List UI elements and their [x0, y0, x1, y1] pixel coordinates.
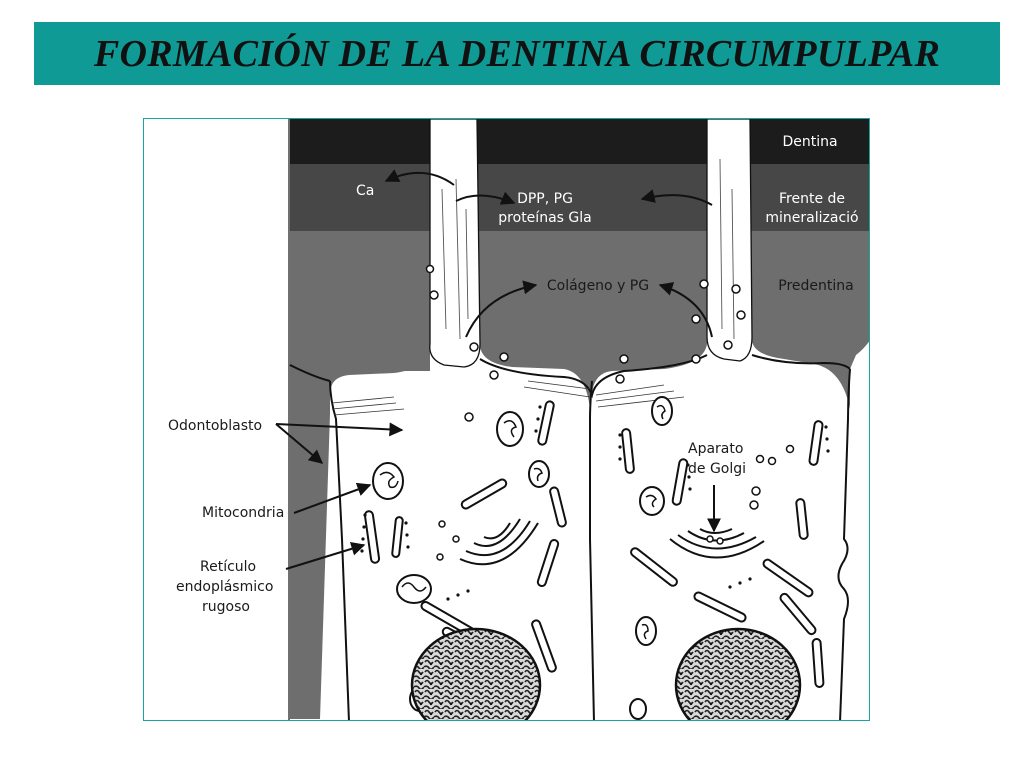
golgi-apparatus — [459, 518, 765, 566]
dpp-left-arrow — [455, 191, 516, 205]
label-reticulo-line3: rugoso — [202, 599, 250, 615]
label-proteinas-gla: proteínas Gla — [498, 210, 591, 226]
process-arrows — [275, 169, 721, 570]
label-dpp-pg: DPP, PG — [517, 191, 573, 207]
mineralization-front-layer — [290, 164, 869, 231]
label-odontoblasto: Odontoblasto — [168, 418, 262, 434]
colageno-left-arrow — [465, 280, 538, 338]
diagram-labels: Ca DPP, PG proteínas Gla Dentina Frente … — [168, 134, 859, 615]
ca-arrow — [384, 169, 455, 186]
mitochondria — [372, 396, 673, 720]
odontoblasto-arrow-1 — [275, 422, 404, 437]
label-mitocondria: Mitocondria — [202, 505, 284, 521]
page-title: FORMACIÓN DE LA DENTINA CIRCUMPULPAR — [93, 32, 941, 75]
label-frente-de: Frente de — [779, 191, 845, 207]
reticulo-arrow — [285, 542, 366, 570]
label-predentina: Predentina — [778, 278, 853, 294]
mitocondria-arrow — [293, 482, 372, 514]
label-mineralizacion: mineralizació — [765, 210, 858, 226]
label-colageno-pg: Colágeno y PG — [547, 278, 649, 294]
label-reticulo-line2: endoplásmico — [176, 579, 273, 595]
cell-membranes — [289, 354, 851, 720]
label-reticulo-line1: Retículo — [200, 559, 256, 575]
title-banner: FORMACIÓN DE LA DENTINA CIRCUMPULPAR — [34, 22, 1000, 85]
predentin-layer — [290, 231, 869, 719]
label-golgi-line1: Aparato — [688, 441, 743, 457]
label-golgi-line2: de Golgi — [688, 461, 746, 477]
dentin-formation-diagram: Ca DPP, PG proteínas Gla Dentina Frente … — [143, 118, 870, 721]
dentin-layer — [290, 119, 869, 164]
label-dentina: Dentina — [782, 134, 837, 150]
secretory-vesicles — [425, 264, 795, 561]
colageno-right-arrow — [658, 282, 713, 338]
dpp-right-arrow — [640, 189, 713, 206]
label-ca: Ca — [356, 183, 374, 199]
rough-endoplasmic-reticulum — [363, 400, 825, 688]
nuclei — [410, 627, 802, 720]
odontoblasto-arrow-2 — [275, 423, 324, 464]
